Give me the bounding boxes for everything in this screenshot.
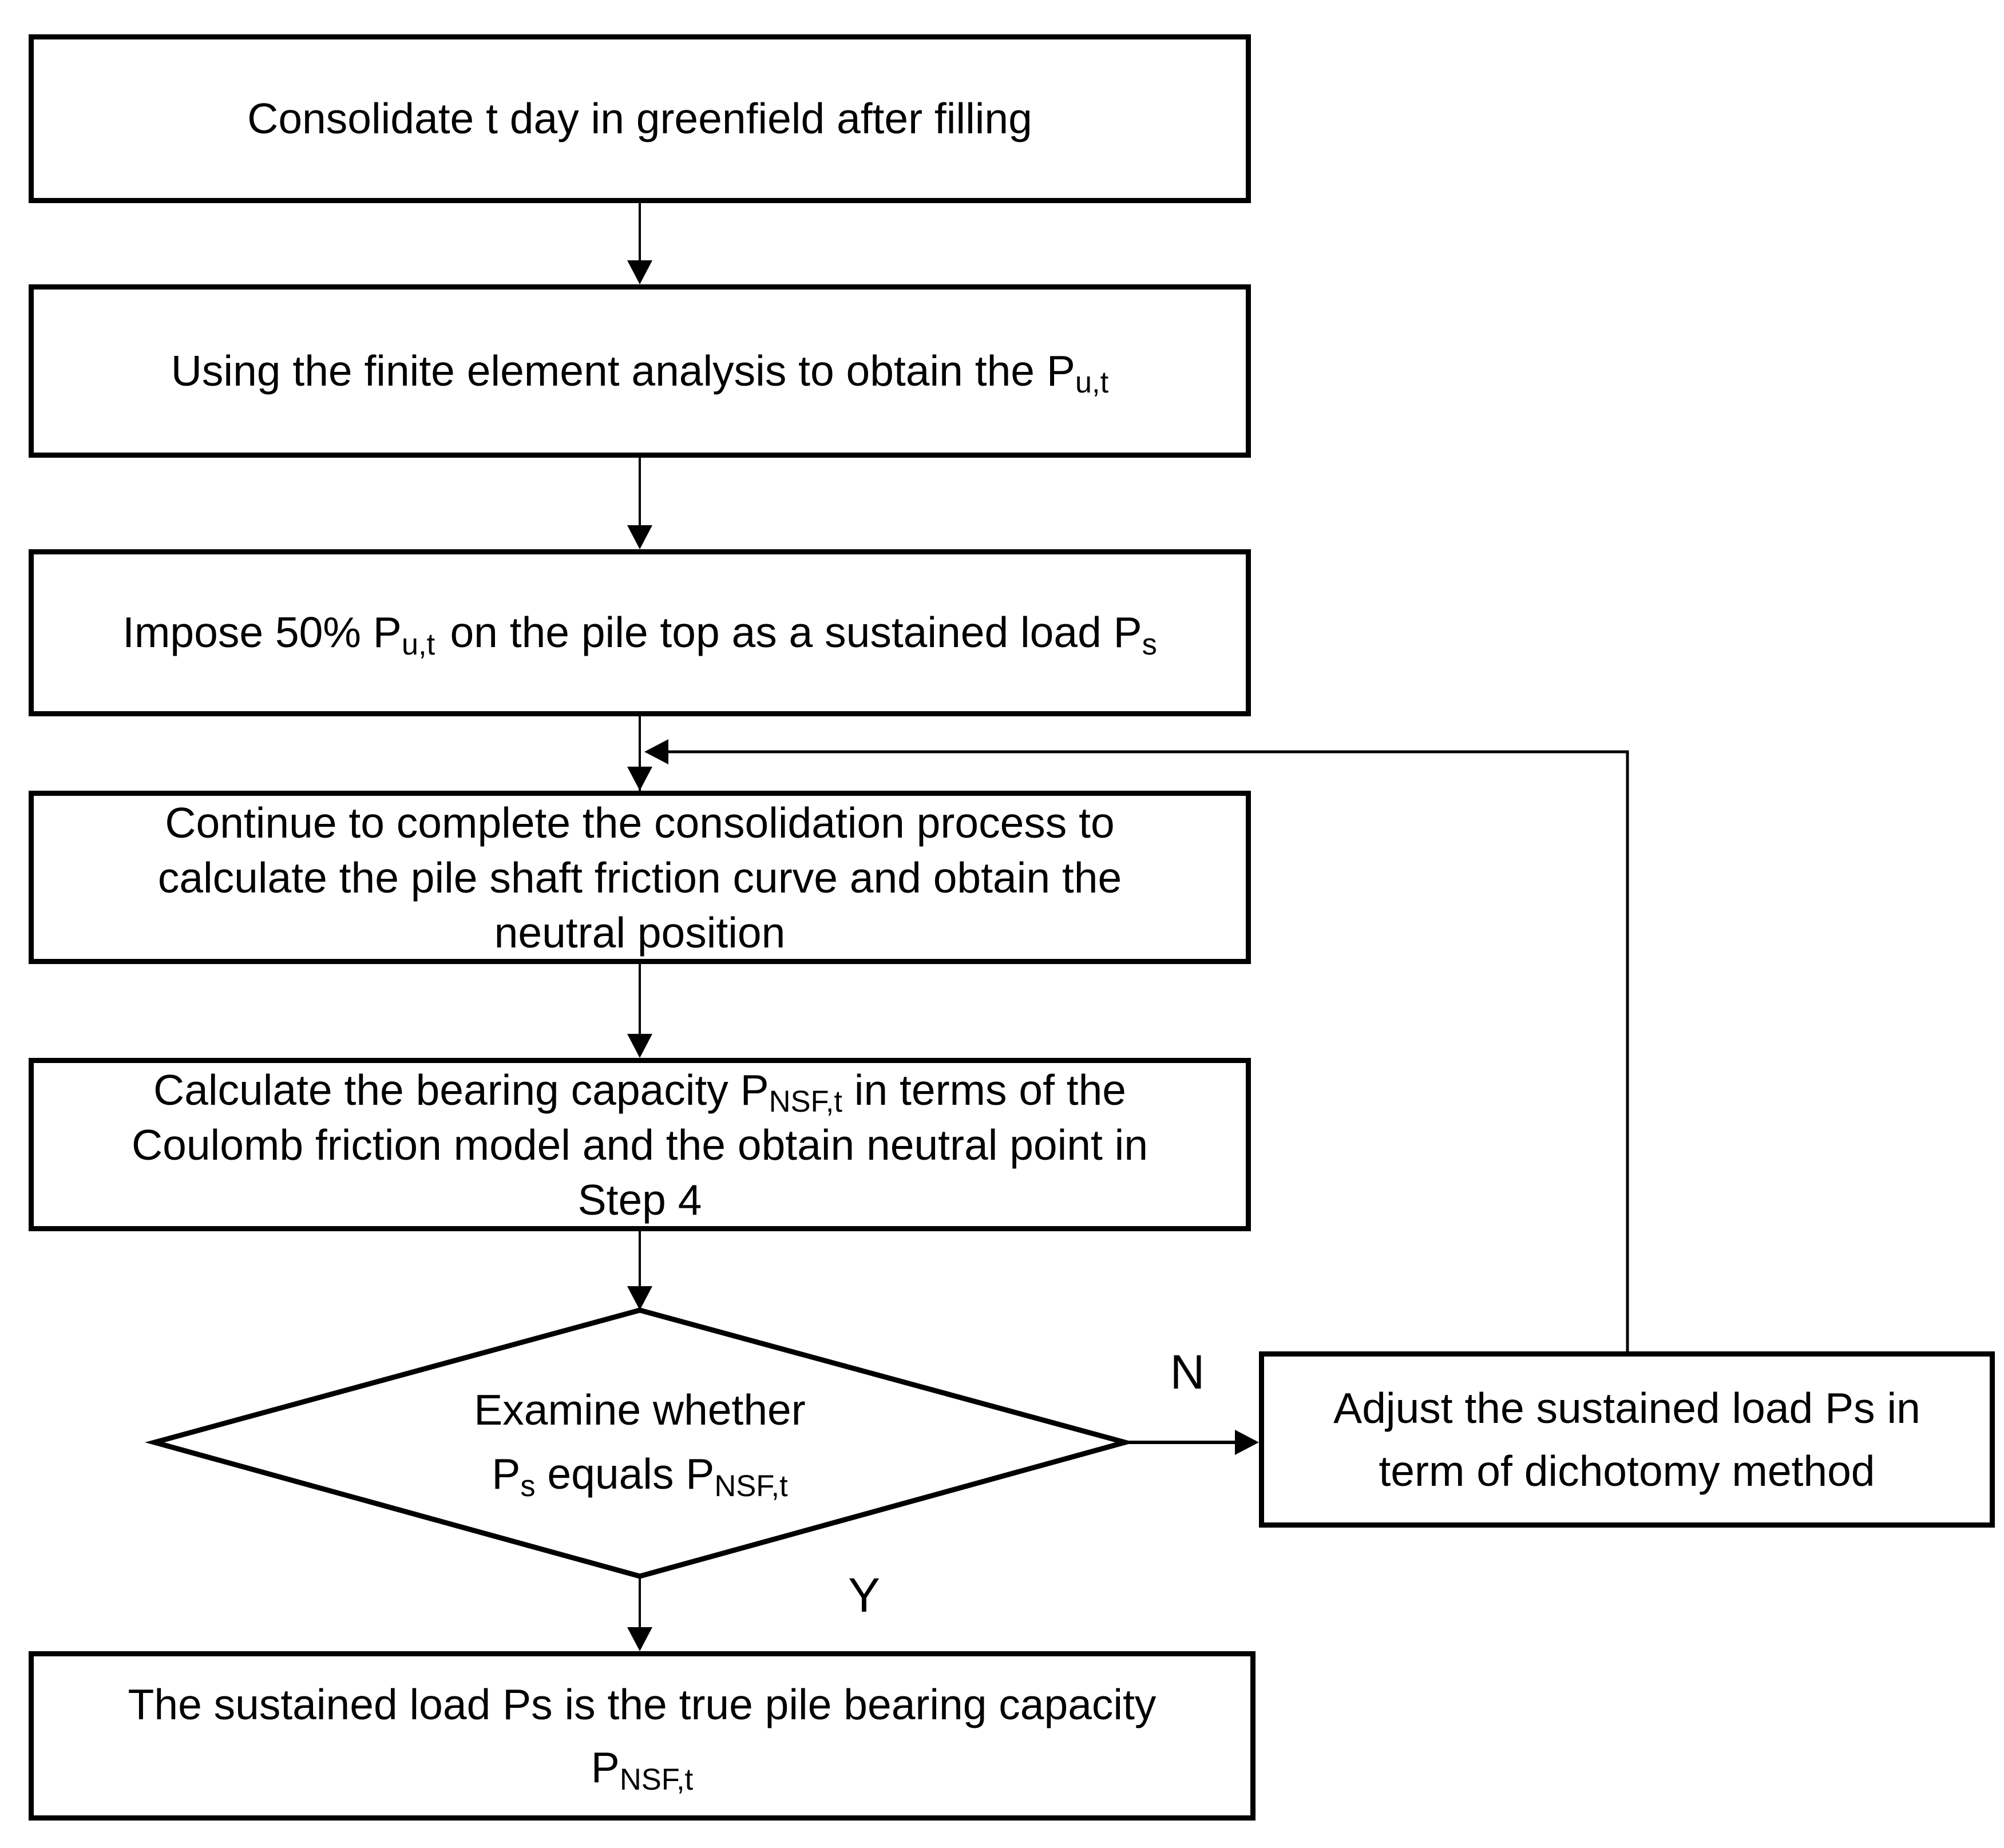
edge-step4-step5-arrowhead xyxy=(627,1034,652,1058)
node-step3-seg1: Impose 50% P xyxy=(122,608,402,657)
node-step2-fea: Using the finite element analysis to obt… xyxy=(29,284,1251,458)
node-step3-text: Impose 50% Pu,t on the pile top as a sust… xyxy=(122,605,1157,661)
node-step4-line1: Continue to complete the consolidation p… xyxy=(165,798,1115,847)
edge-step2-step3-arrowhead xyxy=(627,525,652,549)
node-result-line2-sub1: NSF,t xyxy=(619,1762,694,1797)
node-result-line1: The sustained load Ps is the true pile b… xyxy=(128,1680,1157,1728)
node-adjust-line1: Adjust the sustained load Ps in xyxy=(1333,1384,1920,1432)
node-step2-subscript: u,t xyxy=(1075,366,1109,400)
node-decision-line2-seg1: P xyxy=(492,1450,521,1498)
node-step3-seg2: on the pile top as a sustained load P xyxy=(450,608,1142,657)
node-step3-impose-load: Impose 50% Pu,t on the pile top as a sust… xyxy=(29,549,1251,716)
branch-label-no: N xyxy=(1170,1345,1205,1399)
node-decision-line2-sub1: s xyxy=(520,1469,536,1503)
edge-step3-step4-arrowhead xyxy=(627,767,652,791)
node-decision-line2-seg2: equals P xyxy=(535,1450,715,1498)
node-step3-sub2: s xyxy=(1142,627,1157,661)
node-step5-line1-sub1: NSF,t xyxy=(769,1085,842,1119)
node-step4-consolidation-process: Continue to complete the consolidation p… xyxy=(29,791,1251,964)
node-step1-consolidate: Consolidate t day in greenfield after fi… xyxy=(29,34,1251,203)
node-step4-line2: calculate the pile shaft friction curve … xyxy=(157,853,1122,902)
edge-adjust-feedback-arrowhead xyxy=(644,739,668,764)
node-decision-examine: Examine whether Ps equals PNSF,t xyxy=(239,1350,1040,1533)
node-result-line2-seg1: P xyxy=(591,1743,620,1791)
edge-decision-adjust-arrowhead xyxy=(1235,1430,1259,1455)
node-decision-line1: Examine whether xyxy=(474,1386,806,1434)
node-step2-text: Using the finite element analysis to obt… xyxy=(171,343,1108,399)
node-step5-line3: Step 4 xyxy=(577,1175,702,1224)
node-adjust-sustained-load: Adjust the sustained load Ps in term of … xyxy=(1259,1351,1995,1528)
node-step5-calculate-capacity: Calculate the bearing capacity PNSF,t in… xyxy=(29,1058,1251,1231)
edge-decision-result-arrowhead xyxy=(627,1627,652,1651)
node-step2-text-main: Using the finite element analysis to obt… xyxy=(171,346,1075,395)
node-step5-line1-seg1: Calculate the bearing capacity P xyxy=(153,1065,769,1114)
node-decision-line2-sub2: NSF,t xyxy=(714,1469,788,1503)
node-adjust-line2: term of dichotomy method xyxy=(1379,1447,1875,1495)
node-decision-line2: Ps equals PNSF,t xyxy=(492,1442,787,1506)
branch-label-yes: Y xyxy=(847,1568,881,1622)
node-step4-line3: neutral position xyxy=(494,908,786,957)
node-result-line2: PNSF,t xyxy=(591,1736,693,1799)
edge-adjust-feedback-line xyxy=(668,750,1629,1351)
node-step5-line1: Calculate the bearing capacity PNSF,t in… xyxy=(153,1062,1126,1117)
node-step1-text: Consolidate t day in greenfield after fi… xyxy=(247,94,1032,142)
node-step5-line2: Coulomb friction model and the obtain ne… xyxy=(131,1120,1148,1169)
node-step5-line1-seg2: in terms of the xyxy=(842,1065,1127,1114)
edge-step5-decision-arrowhead xyxy=(627,1286,652,1310)
node-result-true-capacity: The sustained load Ps is the true pile b… xyxy=(29,1651,1256,1821)
edge-step1-step2-arrowhead xyxy=(627,260,652,284)
node-step3-sub1: u,t xyxy=(401,627,435,661)
